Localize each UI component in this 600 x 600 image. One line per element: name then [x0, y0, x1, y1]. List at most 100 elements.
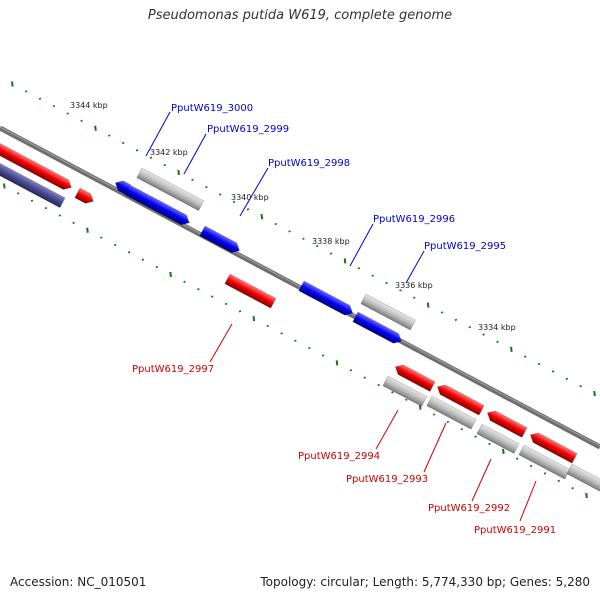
feature-red-2991[interactable]	[528, 430, 578, 464]
feature-grey-b[interactable]	[360, 293, 416, 331]
feature-blue-2998-body[interactable]	[199, 225, 242, 255]
feature-grey-d-body[interactable]	[426, 395, 477, 430]
feature-grey-f-body[interactable]	[518, 444, 571, 480]
gene-label-2991[interactable]: PputW619_2991	[474, 525, 556, 536]
feature-grey-c-body[interactable]	[382, 375, 428, 407]
feature-grey-a-body[interactable]	[136, 167, 205, 211]
feature-navy-left[interactable]	[0, 157, 66, 209]
upper-track-major-tick	[94, 125, 97, 131]
lower-track-minor-tick	[211, 295, 214, 298]
upper-track-minor-tick	[219, 193, 222, 196]
feature-blue-2996-body[interactable]	[298, 280, 355, 318]
lower-track-minor-tick	[557, 479, 561, 482]
feature-blue-2995-body[interactable]	[352, 311, 404, 346]
upper-track-minor-tick	[246, 208, 250, 211]
feature-grey-e-body[interactable]	[476, 423, 520, 454]
gene-label-2996[interactable]: PputW619_2996	[373, 214, 455, 225]
upper-track-minor-tick	[121, 141, 125, 145]
upper-track-minor-tick	[440, 311, 444, 314]
feature-blue-3000-body[interactable]	[113, 178, 131, 195]
gene-label-2992[interactable]: PputW619_2992	[428, 503, 510, 514]
upper-track-minor-tick	[551, 370, 555, 373]
gene-label-2998[interactable]: PputW619_2998	[268, 158, 350, 169]
upper-track-minor-tick	[399, 289, 402, 292]
feature-grey-b-body[interactable]	[360, 293, 416, 331]
feature-blue-2999-body[interactable]	[124, 184, 192, 228]
feature-grey-e[interactable]	[476, 423, 520, 454]
feature-grey-g[interactable]	[566, 463, 600, 493]
feature-red-2997[interactable]	[224, 273, 277, 309]
feature-blue-2996[interactable]	[298, 280, 355, 318]
lower-track-minor-tick	[294, 339, 297, 342]
label-leaders	[145, 111, 537, 522]
leader-2998	[239, 167, 269, 217]
topology-label: Topology: circular; Length: 5,774,330 bp…	[260, 575, 590, 589]
gene-label-3000[interactable]: PputW619_3000	[171, 103, 253, 114]
feature-blue-2998[interactable]	[199, 225, 242, 255]
lower-track-minor-tick	[197, 288, 200, 291]
feature-navy-left-body[interactable]	[0, 157, 66, 209]
gene-label-2995[interactable]: PputW619_2995	[424, 241, 506, 252]
lower-track-minor-tick	[266, 324, 269, 328]
upper-track-minor-tick	[80, 119, 83, 123]
feature-red-left-1[interactable]	[0, 137, 74, 192]
genome-backbone	[0, 125, 600, 450]
feature-red-2992[interactable]	[485, 408, 528, 438]
feature-blue-2999[interactable]	[124, 184, 192, 228]
feature-grey-f[interactable]	[518, 444, 571, 480]
feature-grey-d[interactable]	[426, 395, 477, 430]
leader-2992	[471, 458, 492, 502]
lower-track-minor-tick	[44, 206, 48, 210]
upper-track-minor-tick	[135, 149, 139, 152]
lower-track-minor-tick	[349, 369, 353, 372]
feature-red-small[interactable]	[74, 187, 96, 206]
upper-track-minor-tick	[149, 156, 153, 159]
upper-track-minor-tick	[108, 134, 111, 137]
gene-label-2994[interactable]: PputW619_2994	[298, 451, 380, 462]
leader-2999	[183, 133, 207, 175]
feature-red-2993-body[interactable]	[435, 382, 485, 416]
lower-track-minor-tick	[30, 199, 34, 202]
feature-red-2992-body[interactable]	[485, 408, 528, 438]
feature-red-2993[interactable]	[435, 382, 485, 416]
gene-label-2993[interactable]: PputW619_2993	[346, 474, 428, 485]
upper-track-minor-tick	[496, 340, 499, 344]
lower-track-minor-tick	[571, 487, 574, 490]
feature-red-2997-body[interactable]	[224, 273, 277, 309]
upper-track-minor-tick	[371, 274, 374, 277]
feature-red-small-body[interactable]	[74, 187, 96, 206]
lower-track-major-tick	[502, 448, 505, 454]
feature-grey-c[interactable]	[382, 375, 428, 407]
leader-2994	[375, 409, 399, 450]
feature-blue-2995[interactable]	[352, 311, 404, 346]
upper-track-minor-tick	[357, 267, 361, 270]
lower-track-major-tick	[585, 492, 588, 499]
upper-track-minor-tick	[205, 186, 208, 189]
lower-track-major-tick	[335, 360, 339, 366]
feature-grey-a[interactable]	[136, 167, 205, 211]
upper-track-minor-tick	[52, 104, 56, 108]
feature-red-2994-body[interactable]	[393, 362, 436, 392]
gene-label-2999[interactable]: PputW619_2999	[207, 124, 289, 135]
upper-track-major-tick	[426, 302, 430, 308]
lower-track-minor-tick	[113, 243, 117, 247]
gene-label-2997[interactable]: PputW619_2997	[132, 364, 214, 375]
leader-2993	[423, 422, 447, 473]
lower-track-minor-tick	[141, 258, 145, 261]
upper-track-minor-tick	[38, 97, 42, 100]
upper-track-minor-tick	[316, 244, 319, 248]
lower-track-minor-tick	[224, 302, 228, 306]
upper-track-minor-tick	[66, 112, 69, 115]
feature-red-2991-body[interactable]	[528, 430, 578, 464]
feature-grey-g-body[interactable]	[566, 463, 600, 493]
feature-red-left-1-body[interactable]	[0, 137, 74, 192]
upper-track-minor-tick	[232, 200, 236, 204]
feature-blue-3000[interactable]	[113, 178, 131, 195]
feature-red-2994[interactable]	[393, 362, 436, 392]
genome-backbone-highlight	[0, 126, 600, 447]
gene-features[interactable]	[0, 137, 600, 493]
upper-track-minor-tick	[565, 377, 569, 380]
leader-2997	[209, 323, 233, 363]
tick-label-3334: 3334 kbp	[478, 323, 516, 332]
